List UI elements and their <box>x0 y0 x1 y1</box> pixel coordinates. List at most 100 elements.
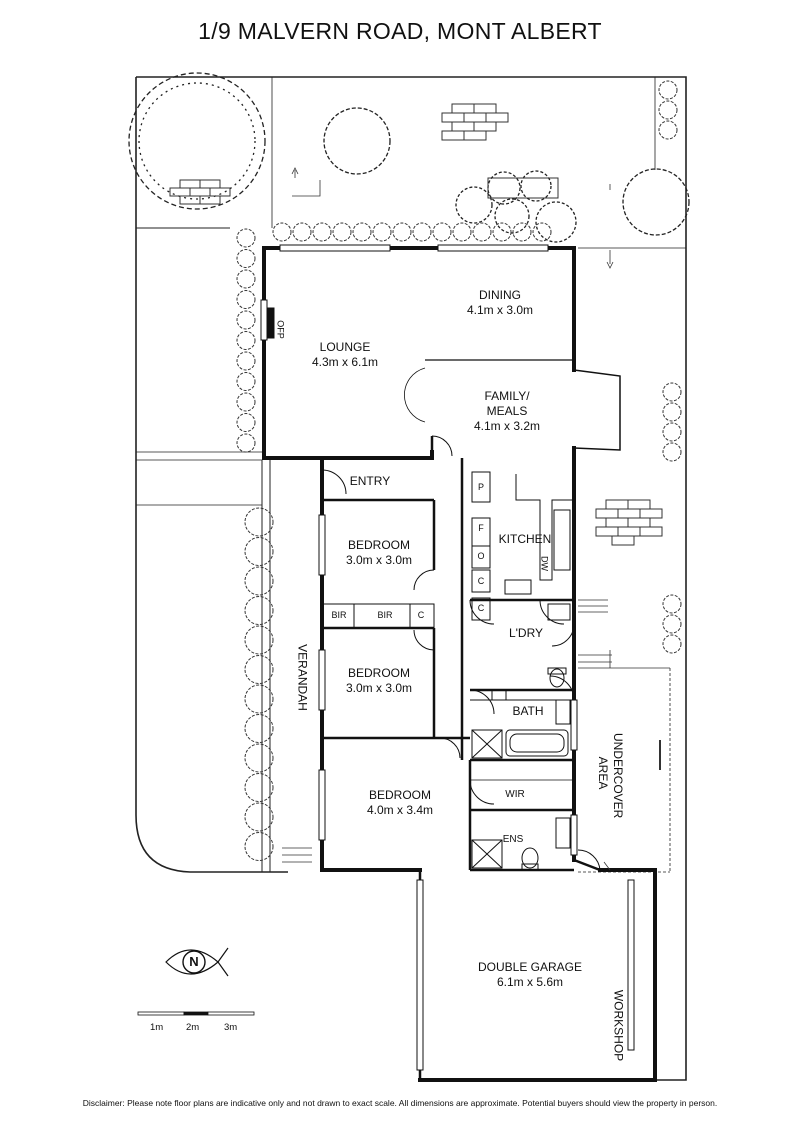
room-name: VERANDAH <box>295 644 310 711</box>
hedge-shrub <box>352 222 372 242</box>
hedge-shrub <box>236 372 256 391</box>
paving <box>169 103 663 546</box>
hedge-shrub <box>244 537 274 566</box>
tree <box>494 198 530 234</box>
hedge-shrub <box>292 222 312 242</box>
bath-label: BATH <box>500 704 556 719</box>
hedge-shrub <box>244 655 274 684</box>
verandah-label: VERANDAH <box>295 638 310 718</box>
dining-room-label: DINING 4.1m x 3.0m <box>445 288 555 318</box>
ofp-label: OFP <box>275 320 286 339</box>
tree <box>535 201 577 243</box>
dishwasher-label: DW <box>539 556 550 571</box>
room-name: BEDROOM <box>368 788 431 802</box>
hedge-shrub <box>658 80 678 100</box>
hedge-shrub <box>244 743 274 773</box>
room-name: FAMILY/ <box>484 389 530 403</box>
room-name: BEDROOM <box>347 666 410 680</box>
room-size: 4.0m x 3.4m <box>366 803 434 817</box>
hedge-shrub <box>244 684 274 714</box>
room-name: WIR <box>505 789 525 800</box>
bedroom-1-label: BEDROOM 3.0m x 3.0m <box>324 538 434 568</box>
hedge-shrub <box>236 269 256 289</box>
hedge-shrub <box>236 228 256 248</box>
hedge-shrub <box>662 382 682 402</box>
room-name: ENTRY <box>349 474 391 488</box>
hedge-shrub <box>662 614 682 634</box>
hedge-shrub <box>412 222 432 242</box>
hedge-shrub <box>244 773 274 802</box>
pantry-label: P <box>477 482 484 492</box>
plan-title: 1/9 MALVERN ROAD, MONT ALBERT <box>198 18 602 44</box>
room-name: L'DRY <box>508 626 544 640</box>
hedge-shrub <box>272 222 292 242</box>
tree <box>455 186 493 224</box>
room-name: KITCHEN <box>498 532 552 546</box>
room-size: 6.1m x 5.6m <box>496 975 564 989</box>
hedge-shrub <box>662 422 682 442</box>
room-name: ENS <box>502 834 524 845</box>
hedge-shrub <box>236 433 256 453</box>
compass <box>165 947 229 977</box>
scale-label-3m: 3m <box>224 1022 238 1033</box>
ens-label: ENS <box>498 834 528 846</box>
room-name: BEDROOM <box>347 538 410 552</box>
tree <box>323 107 391 175</box>
entry-label: ENTRY <box>335 474 405 489</box>
hedge-shrub <box>236 392 256 412</box>
fridge-label: F <box>478 523 484 533</box>
bir-1-label: BIR <box>331 610 347 620</box>
windows <box>260 244 635 1071</box>
kitchen-label: KITCHEN <box>490 532 560 547</box>
hedge-shrub <box>236 290 256 309</box>
wir-label: WIR <box>500 789 530 801</box>
disclaimer: Disclaimer: Please note floor plans are … <box>82 1098 718 1108</box>
hedge-shrub <box>244 625 274 655</box>
room-name: DINING <box>479 288 521 302</box>
room-name-2: AREA <box>596 756 610 790</box>
cupboard-2-label: C <box>477 603 485 613</box>
tree <box>520 170 552 202</box>
room-size: 3.0m x 3.0m <box>345 681 413 695</box>
hedge-shrub <box>236 413 256 432</box>
lounge-label: LOUNGE 4.3m x 6.1m <box>285 340 405 370</box>
room-size: 4.1m x 3.0m <box>466 303 534 317</box>
hedge-shrub <box>452 222 472 242</box>
undercover-area-lines <box>282 167 670 871</box>
hedge-shrub <box>244 596 274 625</box>
linen-cupboard-label: C <box>417 610 425 620</box>
hedge-shrub <box>244 566 274 596</box>
compass-north-label: N <box>189 954 199 969</box>
hedge-shrub <box>236 310 256 330</box>
hedge-shrub <box>492 222 512 242</box>
room-size: 4.1m x 3.2m <box>473 419 541 433</box>
hedge-shrub <box>372 222 392 242</box>
hedge-shrub <box>512 222 532 242</box>
scale-label-2m: 2m <box>186 1022 200 1033</box>
bir-2-label: BIR <box>377 610 393 620</box>
room-name: UNDERCOVER <box>611 733 625 819</box>
room-name: DOUBLE GARAGE <box>477 960 583 974</box>
hedge-shrub <box>662 634 682 654</box>
hedge-shrub <box>658 100 678 120</box>
oven-label: O <box>477 551 485 561</box>
hedge-shrub <box>662 442 682 462</box>
hedge-shrub <box>236 351 256 371</box>
scale-bar <box>137 1011 255 1016</box>
room-size: 3.0m x 3.0m <box>345 553 413 567</box>
bedroom-2-label: BEDROOM 3.0m x 3.0m <box>324 666 434 696</box>
hedge-shrub <box>532 222 552 242</box>
tree <box>487 171 521 205</box>
hedge-shrub <box>472 222 492 242</box>
large-tree <box>128 72 266 210</box>
garage-label: DOUBLE GARAGE 6.1m x 5.6m <box>470 960 590 990</box>
family-meals-label: FAMILY/ MEALS 4.1m x 3.2m <box>452 389 562 434</box>
laundry-label: L'DRY <box>496 626 556 641</box>
hedge-shrub <box>332 222 352 242</box>
site-boundary <box>135 76 687 1081</box>
hedge-shrub <box>236 331 256 350</box>
hedge-shrub <box>658 120 678 140</box>
doors <box>321 367 601 871</box>
tree <box>622 168 690 236</box>
internal-walls <box>322 359 601 1080</box>
